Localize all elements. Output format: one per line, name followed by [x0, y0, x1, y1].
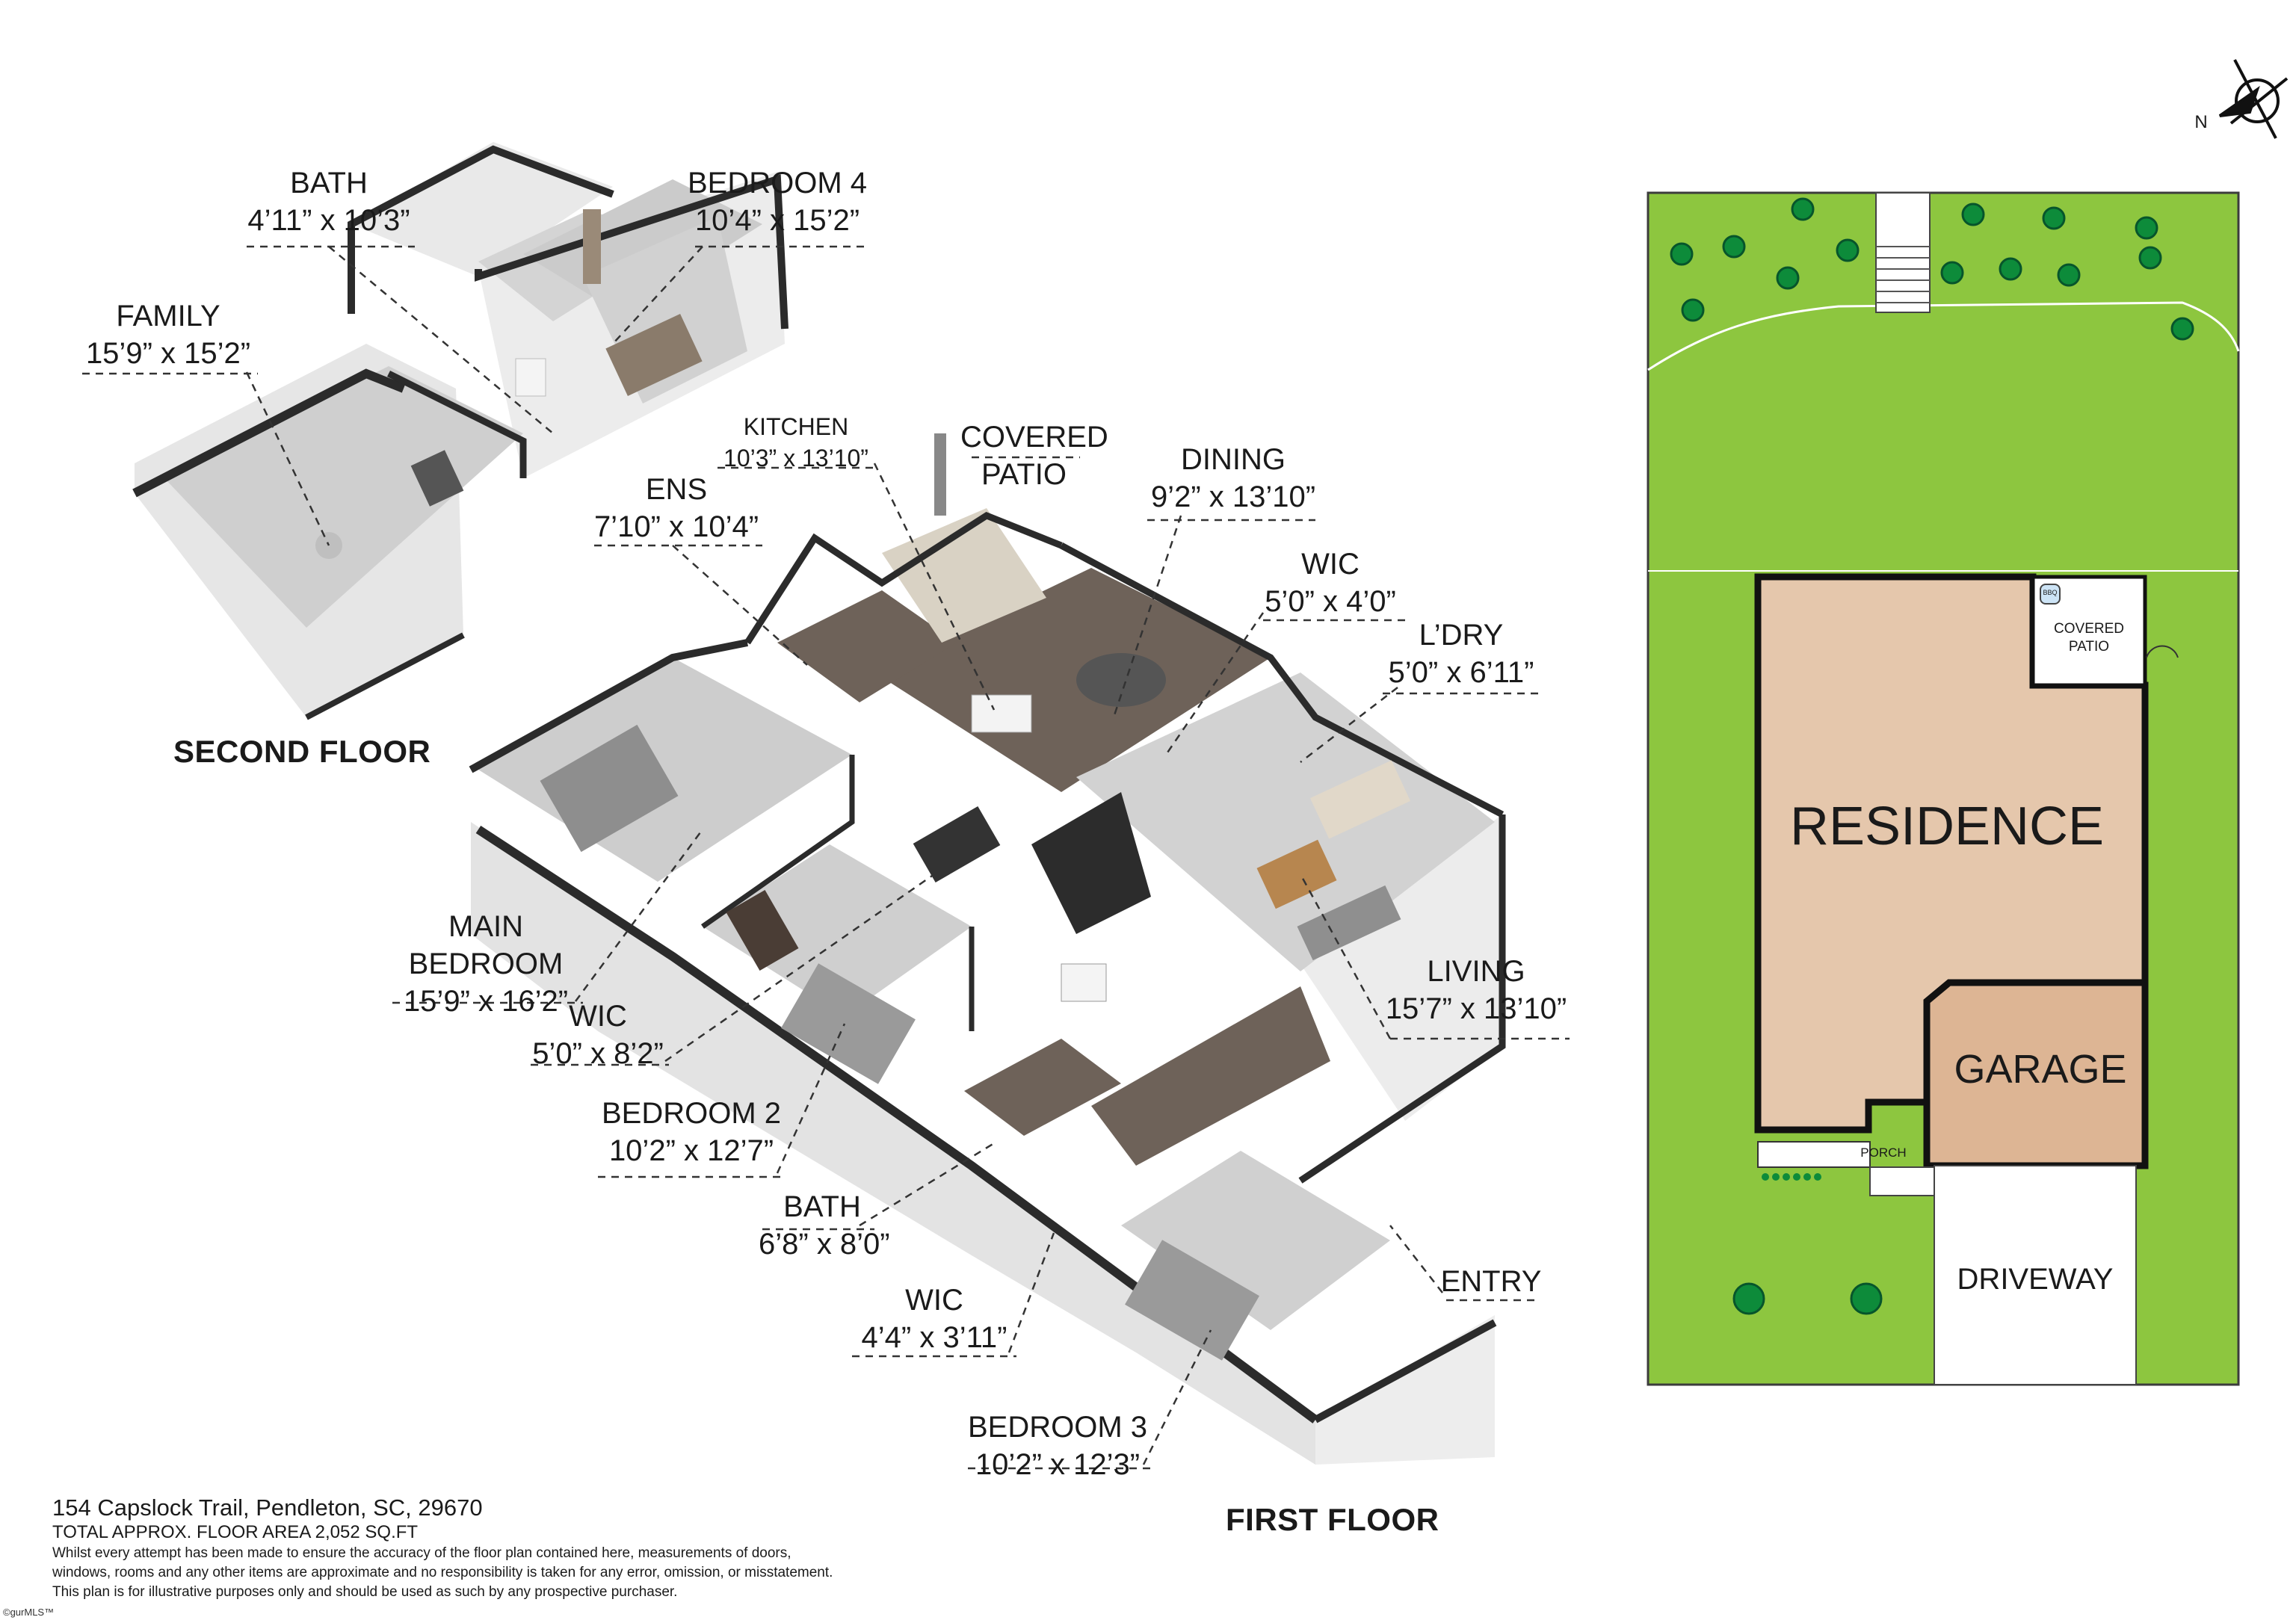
room-label-entry: ENTRY [1440, 1265, 1542, 1298]
ens-floor [777, 590, 957, 702]
main-bed-icon [540, 724, 679, 853]
main-bedroom-floor [478, 658, 852, 882]
mls-watermark: ©gurMLS™ [3, 1607, 55, 1618]
site-label-bbq: BBQ [2043, 589, 2058, 596]
sofa-icon [1309, 760, 1411, 839]
bedroom2-bed-icon [781, 963, 916, 1084]
site-label-porch: PORCH [1860, 1146, 1907, 1160]
hall-floor [1091, 986, 1330, 1166]
coffee-table-icon [1256, 839, 1337, 909]
site-label-covered-patio: COVERED PATIO [2054, 621, 2124, 655]
porch-site [1757, 1141, 1871, 1168]
site-plan [1647, 191, 2240, 1386]
dining-kitchen-floor [874, 568, 1271, 792]
covered-patio-floor [882, 508, 1046, 643]
room-label-covered-patio: COVERED PATIO [960, 421, 1108, 491]
second-floor-plan [132, 142, 789, 720]
site-label-garage: GARAGE [1954, 1047, 2127, 1092]
dining-table-icon [1076, 653, 1166, 707]
total-floor-area: TOTAL APPROX. FLOOR AREA 2,052 SQ.FT [52, 1522, 419, 1542]
site-label-driveway: DRIVEWAY [1957, 1263, 2114, 1296]
property-address: 154 Capslock Trail, Pendleton, SC, 29670 [52, 1494, 483, 1521]
footer-info: 154 Capslock Trail, Pendleton, SC, 29670… [52, 1494, 833, 1602]
first-floor-plan [469, 433, 1506, 1465]
stair-void [1031, 792, 1151, 934]
kitchen-island-icon [971, 694, 1032, 733]
bedroom2-floor [703, 844, 972, 1016]
bath-1f-floor [964, 1039, 1121, 1136]
bedroom3-floor [1121, 1151, 1390, 1330]
disclaimer-line-3: This plan is for illustrative purposes o… [52, 1584, 678, 1600]
compass-north-label: N [2194, 112, 2208, 132]
disclaimer-line-1: Whilst every attempt has been made to en… [52, 1545, 791, 1561]
tree-icons [1670, 197, 2194, 1315]
site-label-residence: RESIDENCE [1789, 797, 2105, 856]
bedroom3-bed-icon [1125, 1240, 1259, 1361]
first-floor-title: FIRST FLOOR [1226, 1502, 1439, 1537]
family-floor [164, 366, 523, 628]
north-compass-icon [2218, 59, 2289, 139]
second-floor-title: SECOND FLOOR [173, 734, 431, 769]
bbq-icon [2040, 584, 2061, 605]
leader-lines [82, 245, 1570, 1470]
disclaimer-line-2: windows, rooms and any other items are a… [52, 1565, 833, 1580]
